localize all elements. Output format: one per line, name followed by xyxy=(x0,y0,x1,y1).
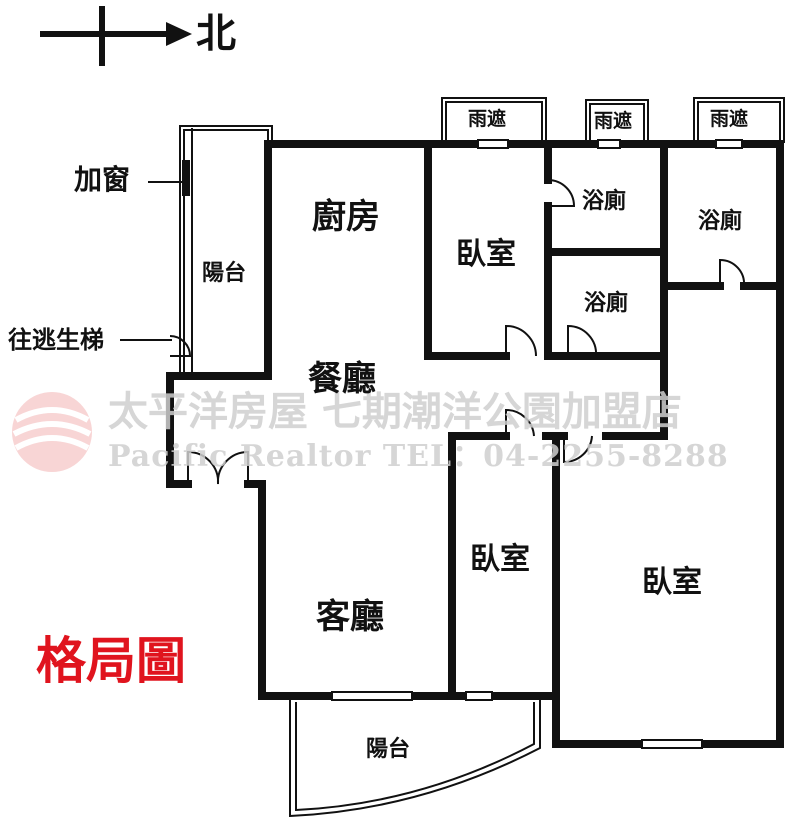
rain-cover-1: 雨遮 xyxy=(468,108,507,130)
side-balcony-outline xyxy=(179,125,273,372)
bottom-balcony-outline xyxy=(289,696,541,818)
room-bedroom-mid: 臥室 xyxy=(470,542,530,577)
walls xyxy=(166,140,784,748)
room-bedroom-right: 臥室 xyxy=(642,565,702,600)
watermark-line-1: 太平洋房屋 七期潮洋公園加盟店 xyxy=(108,388,682,435)
room-kitchen: 廚房 xyxy=(312,197,380,237)
annotation-added-window: 加窗 xyxy=(74,163,131,196)
watermark-line-2: Pacific Realtor TEL：04-2255-8288 xyxy=(108,439,729,474)
floor-plan-title: 格局圖 xyxy=(36,632,186,690)
north-arrow-icon xyxy=(40,6,192,66)
room-living: 客廳 xyxy=(316,597,384,637)
room-dining: 餐廳 xyxy=(308,359,376,399)
annotation-escape-stairs: 往逃生梯 xyxy=(8,325,104,354)
window-mark xyxy=(182,160,190,196)
realtor-logo-icon xyxy=(12,392,92,472)
doors xyxy=(169,179,746,485)
rain-cover-2: 雨遮 xyxy=(594,110,633,132)
room-bath-1: 浴廁 xyxy=(582,188,627,214)
room-balcony-bottom: 陽台 xyxy=(366,736,411,762)
rain-cover-3: 雨遮 xyxy=(710,108,749,130)
room-bath-3: 浴廁 xyxy=(584,290,629,316)
room-bath-2: 浴廁 xyxy=(698,208,743,234)
north-label: 北 xyxy=(196,10,236,57)
room-balcony-side: 陽台 xyxy=(202,260,247,286)
windows xyxy=(331,139,743,749)
room-bedroom-top: 臥室 xyxy=(456,237,516,272)
